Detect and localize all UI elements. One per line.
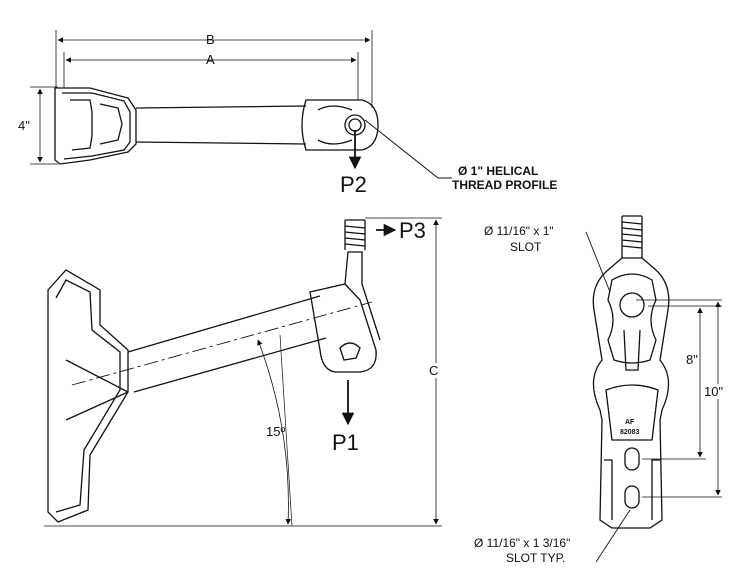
part-mark-line1: AF <box>625 419 635 426</box>
front-view <box>585 215 722 563</box>
helical-thread-callout-line2: THREAD PROFILE <box>452 178 558 192</box>
bottom-slot-callout-line1: Ø 11/16" x 1 3/16" <box>474 536 571 550</box>
part-mark-line2: 82083 <box>620 429 640 436</box>
top-slot-leader <box>585 231 611 293</box>
angle-arc <box>257 339 292 525</box>
dimension-b-label: B <box>206 32 215 47</box>
angle-label: 15º <box>266 424 286 439</box>
side-view <box>44 217 442 527</box>
dimension-10in-label: 10" <box>704 384 724 399</box>
dimension-a-label: A <box>206 52 215 67</box>
dimension-4in-label: 4" <box>18 118 30 133</box>
bottom-slot-callout-line2: SLOT TYP. <box>506 551 566 565</box>
dimension-8in-label: 8" <box>686 352 698 367</box>
load-p3-label: P3 <box>399 218 426 243</box>
top-slot-callout-line1: Ø 11/16" x 1" <box>484 224 554 238</box>
top-slot-callout-line2: SLOT <box>510 240 542 254</box>
load-p1-label: P1 <box>332 430 359 455</box>
dimension-c-label: C <box>427 363 441 378</box>
load-p2-label: P2 <box>340 172 367 197</box>
helical-thread-callout-line1: Ø 1" HELICAL <box>458 164 539 178</box>
helical-callout-leader <box>364 119 452 179</box>
top-view <box>30 30 452 179</box>
bottom-slot-leader <box>595 509 631 563</box>
